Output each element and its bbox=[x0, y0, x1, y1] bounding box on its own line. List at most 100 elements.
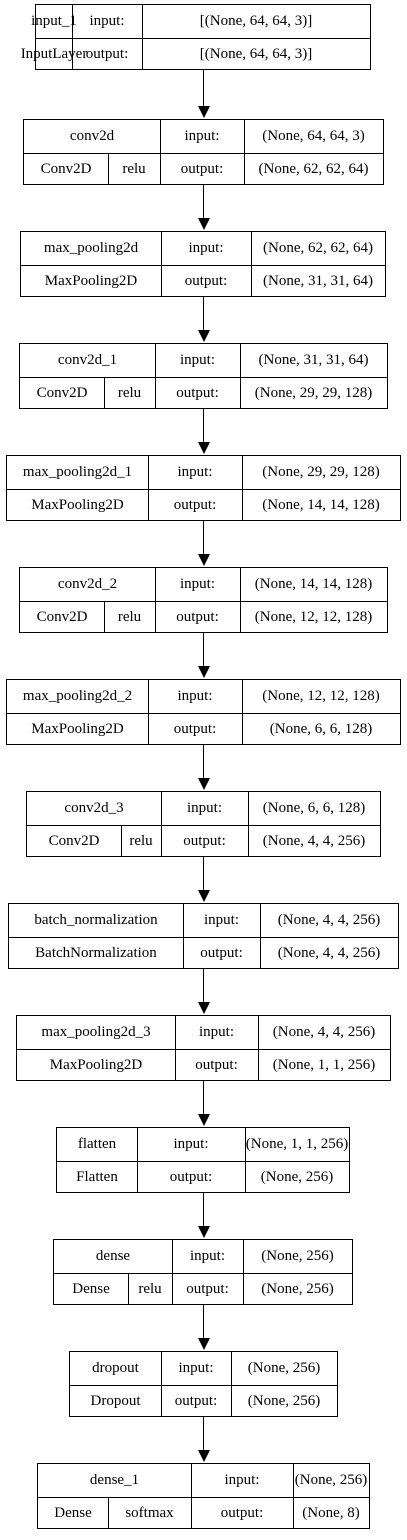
column-divider bbox=[155, 568, 156, 632]
arrow-line bbox=[203, 297, 204, 331]
layer-activation: relu bbox=[122, 161, 146, 177]
input-shape: [(None, 64, 64, 3)] bbox=[199, 13, 313, 29]
arrow-line bbox=[203, 745, 204, 779]
output-label: output: bbox=[220, 1505, 264, 1521]
input-label: input: bbox=[178, 1360, 214, 1376]
layer-type: Flatten bbox=[76, 1169, 118, 1185]
layer-name: max_pooling2d bbox=[43, 240, 139, 256]
layer-name: conv2d_1 bbox=[57, 352, 118, 368]
output-label: output: bbox=[184, 273, 228, 289]
output-shape: (None, 6, 6, 128) bbox=[269, 721, 373, 737]
arrow-head bbox=[198, 106, 210, 118]
layer-type: Conv2D bbox=[48, 833, 100, 849]
layer-type: Dense bbox=[54, 1505, 92, 1521]
output-shape: (None, 12, 12, 128) bbox=[254, 609, 373, 625]
input-label: input: bbox=[177, 464, 213, 480]
column-divider bbox=[161, 232, 162, 296]
column-divider bbox=[231, 1352, 232, 1416]
row-divider bbox=[20, 377, 387, 378]
layer-type: MaxPooling2D bbox=[31, 497, 124, 513]
row-divider bbox=[20, 601, 387, 602]
layer-activation: relu bbox=[129, 833, 153, 849]
column-divider bbox=[293, 1464, 294, 1528]
column-divider bbox=[108, 153, 109, 184]
output-shape: (None, 62, 62, 64) bbox=[258, 161, 369, 177]
arrow-head bbox=[198, 1450, 210, 1462]
input-label: input: bbox=[173, 1136, 209, 1152]
column-divider bbox=[104, 377, 105, 408]
layer-type: Conv2D bbox=[36, 609, 88, 625]
column-divider bbox=[155, 344, 156, 408]
input-label: input: bbox=[179, 576, 215, 592]
arrow-head bbox=[198, 1002, 210, 1014]
row-divider bbox=[21, 265, 385, 266]
input-shape: (None, 256) bbox=[261, 1248, 334, 1264]
input-shape: (None, 14, 14, 128) bbox=[254, 576, 373, 592]
column-divider bbox=[191, 1464, 192, 1528]
layer-name: flatten bbox=[77, 1136, 117, 1152]
row-divider bbox=[24, 153, 383, 154]
output-label: output: bbox=[173, 497, 217, 513]
arrow-line bbox=[203, 1417, 204, 1451]
layer-type: MaxPooling2D bbox=[49, 1057, 143, 1073]
layer-type: MaxPooling2D bbox=[44, 273, 138, 289]
column-divider bbox=[258, 1016, 259, 1080]
input-shape: (None, 12, 12, 128) bbox=[262, 688, 380, 704]
layer-name: input_1 bbox=[31, 13, 77, 29]
output-label: output: bbox=[85, 46, 129, 62]
output-label: output: bbox=[200, 945, 243, 961]
layer-type: Dense bbox=[72, 1281, 110, 1297]
row-divider bbox=[9, 937, 398, 938]
input-shape: (None, 29, 29, 128) bbox=[262, 464, 380, 480]
arrow-head bbox=[198, 666, 210, 678]
column-divider bbox=[172, 1240, 173, 1304]
column-divider bbox=[240, 568, 241, 632]
output-shape: (None, 4, 4, 256) bbox=[262, 833, 366, 849]
output-shape: (None, 29, 29, 128) bbox=[254, 385, 373, 401]
input-shape: (None, 256) bbox=[247, 1360, 321, 1376]
input-label: input: bbox=[224, 1472, 260, 1488]
input-shape: (None, 4, 4, 256) bbox=[272, 1024, 376, 1040]
output-label: output: bbox=[195, 1057, 238, 1073]
arrow-head bbox=[198, 1226, 210, 1238]
output-label: output: bbox=[173, 721, 217, 737]
row-divider bbox=[7, 489, 400, 490]
output-shape: (None, 256) bbox=[261, 1281, 334, 1297]
output-label: output: bbox=[186, 1281, 229, 1297]
layer-name: conv2d_3 bbox=[64, 800, 124, 816]
output-label: output: bbox=[169, 1169, 213, 1185]
column-divider bbox=[161, 792, 162, 856]
column-divider bbox=[128, 1273, 129, 1304]
layer-type: Conv2D bbox=[40, 161, 92, 177]
column-divider bbox=[160, 120, 161, 184]
row-divider bbox=[7, 713, 400, 714]
arrow-line bbox=[203, 521, 204, 555]
layer-box[interactable]: max_pooling2d_1 input: (None, 29, 29, 128)… bbox=[6, 455, 401, 521]
column-divider bbox=[183, 904, 184, 968]
layer-name: max_pooling2d_1 bbox=[22, 464, 133, 480]
layer-name: batch_normalization bbox=[34, 912, 158, 928]
arrow-head bbox=[198, 442, 210, 454]
arrow-head bbox=[198, 778, 210, 790]
layer-activation: relu bbox=[138, 1281, 162, 1297]
layer-name: conv2d bbox=[69, 128, 115, 144]
input-label: input: bbox=[89, 13, 125, 29]
arrow-head bbox=[198, 554, 210, 566]
column-divider bbox=[244, 120, 245, 184]
output-shape: [(None, 64, 64, 3)] bbox=[199, 46, 313, 62]
column-divider bbox=[251, 232, 252, 296]
arrow-head bbox=[198, 218, 210, 230]
